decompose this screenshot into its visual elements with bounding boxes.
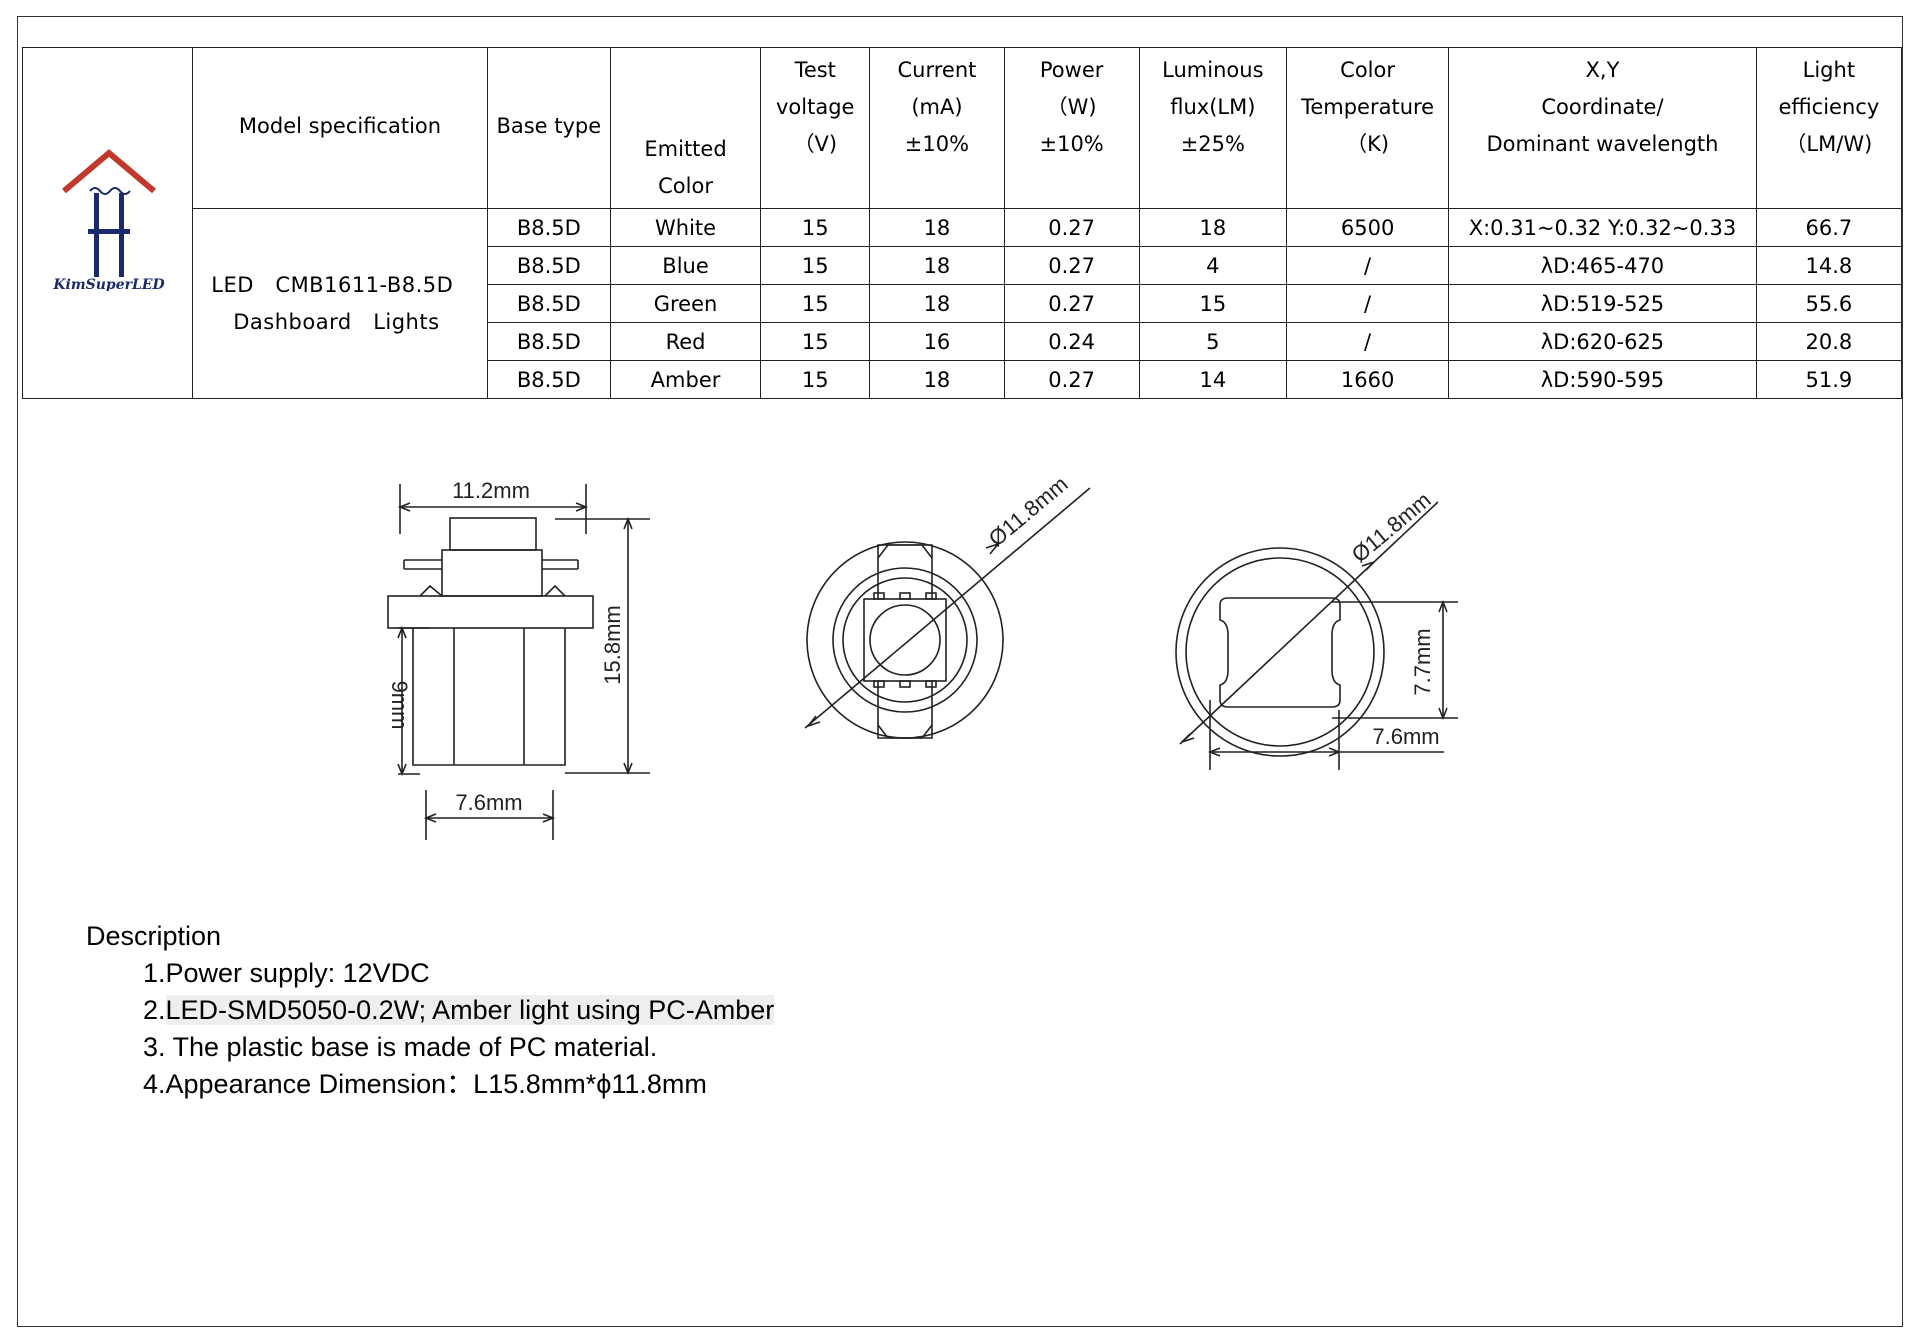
description-item: 1.Power supply: 12VDC: [143, 958, 430, 988]
table-row: B8.5D Red 15 16 0.24 5 / λD:620-625 20.8: [23, 322, 1903, 361]
cell-base: B8.5D: [486, 322, 611, 361]
cell-xy: λD:465-470: [1448, 246, 1757, 285]
description-section: Description 1.Power supply: 12VDC 2.LED-…: [86, 918, 775, 1103]
cell-voltage: 15: [760, 322, 871, 361]
cell-power: 0.24: [1003, 322, 1140, 361]
cell-xy: λD:590-595: [1448, 360, 1757, 399]
table-row: LED CMB1611-B8.5D Dashboard Lights B8.5D…: [23, 208, 1903, 399]
side-base-width-label: 7.6mm: [455, 790, 522, 815]
side-view-drawing: [387, 484, 650, 840]
cell-color: Blue: [609, 246, 762, 285]
description-item: 2.LED-SMD5050-0.2W; Amber light using PC…: [143, 995, 775, 1025]
cell-xy: X:0.31~0.32 Y:0.32~0.33: [1448, 208, 1757, 247]
cell-efficiency: 51.9: [1755, 360, 1903, 399]
cell-efficiency: 14.8: [1755, 246, 1903, 285]
table-row: B8.5D Amber 15 18 0.27 14 1660 λD:590-59…: [23, 360, 1903, 399]
cell-flux: 14: [1138, 360, 1287, 399]
kimsuperled-logo: KimSuperLED: [52, 148, 165, 293]
description-item: 3. The plastic base is made of PC materi…: [143, 1032, 658, 1062]
cell-color: Red: [609, 322, 762, 361]
cell-current: 18: [869, 284, 1005, 323]
cell-power: 0.27: [1003, 284, 1140, 323]
cell-flux: 5: [1138, 322, 1287, 361]
cell-temperature: /: [1285, 322, 1450, 361]
front-view-drawing: [804, 487, 1091, 739]
cell-color: Amber: [609, 360, 762, 399]
cell-current: 18: [869, 246, 1005, 285]
cell-voltage: 15: [760, 360, 871, 399]
spec-table: KimSuperLED Model specification Base typ…: [21, 47, 1903, 399]
header-current: Current(mA)±10%: [869, 47, 1005, 209]
cell-power: 0.27: [1003, 246, 1140, 285]
cell-base: B8.5D: [486, 246, 611, 285]
cell-voltage: 15: [760, 208, 871, 247]
side-base-height-label: 9mm: [387, 681, 412, 730]
document-frame: [17, 16, 1903, 1327]
model-name-cell: LED CMB1611-B8.5D Dashboard Lights: [192, 208, 488, 399]
cell-flux: 18: [1138, 208, 1287, 247]
cell-temperature: /: [1285, 246, 1450, 285]
table-row: B8.5D Blue 15 18 0.27 4 / λD:465-470 14.…: [23, 246, 1903, 285]
cell-current: 16: [869, 322, 1005, 361]
logo-cell: KimSuperLED: [21, 47, 194, 399]
model-name-line1: LED CMB1611-B8.5D: [211, 272, 454, 297]
description-item: 4.Appearance Dimension：L15.8mm*ϕ11.8mm: [143, 1069, 707, 1099]
cell-flux: 4: [1138, 246, 1287, 285]
bottom-view-drawing: [1175, 501, 1458, 770]
cell-power: 0.27: [1003, 360, 1140, 399]
logo-text: KimSuperLED: [52, 277, 165, 291]
description-title: Description: [86, 921, 222, 951]
cell-current: 18: [869, 360, 1005, 399]
bottom-diameter-label: Ø11.8mm: [1347, 487, 1436, 567]
header-base: Base type: [486, 47, 611, 209]
header-power: Power（W)±10%: [1003, 47, 1140, 209]
bottom-width-label: 7.6mm: [1372, 724, 1439, 749]
side-height-label: 15.8mm: [600, 605, 625, 684]
cell-current: 18: [869, 208, 1005, 247]
cell-voltage: 15: [760, 284, 871, 323]
side-width-label: 11.2mm: [452, 478, 530, 503]
model-name-line2: Dashboard Lights: [233, 309, 440, 334]
cell-xy: λD:620-625: [1448, 322, 1757, 361]
cell-voltage: 15: [760, 246, 871, 285]
cell-efficiency: 55.6: [1755, 284, 1903, 323]
bottom-height-label: 7.7mm: [1410, 628, 1435, 695]
